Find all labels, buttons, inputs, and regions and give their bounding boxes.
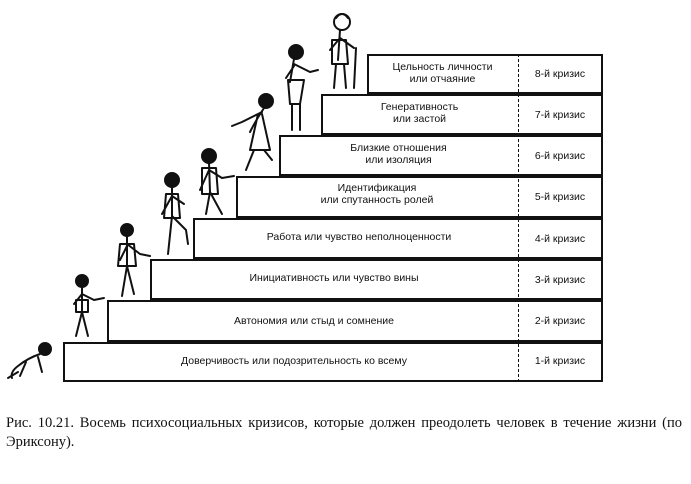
young-adult-figure — [231, 93, 274, 171]
stage-label-6: Близкие отношения или изоляция — [350, 142, 447, 166]
elder-figure — [329, 13, 357, 89]
step-8 — [367, 54, 603, 94]
toddler-figure — [73, 274, 105, 337]
stage-label-3: Инициативность или чувство вины — [249, 272, 419, 284]
figures-illustration — [7, 13, 357, 379]
crisis-label-2: 2-й кризис — [534, 315, 586, 327]
adult-figure — [285, 44, 319, 131]
crisis-label-1: 1-й кризис — [534, 355, 586, 367]
crisis-label-6: 6-й кризис — [534, 150, 586, 162]
column-divider — [518, 54, 519, 382]
stage-label-5: Идентификация или спутанность ролей — [320, 182, 434, 206]
crisis-label-7: 7-й кризис — [534, 109, 586, 121]
step-6 — [279, 135, 603, 176]
crisis-label-5: 5-й кризис — [534, 191, 586, 203]
crisis-label-4: 4-й кризис — [534, 233, 586, 245]
stage-label-2: Автономия или стыд и сомнение — [234, 315, 394, 327]
stage-label-4: Работа или чувство неполноценности — [266, 231, 452, 243]
crisis-label-3: 3-й кризис — [534, 274, 586, 286]
schoolchild-figure — [161, 172, 189, 255]
step-2 — [107, 300, 603, 342]
crisis-label-8: 8-й кризис — [534, 68, 586, 80]
stage-label-7: Генеративность или застой — [380, 101, 459, 125]
step-3 — [150, 259, 603, 300]
figure-caption: Рис. 10.21. Восемь психосоциальных кризи… — [6, 415, 682, 450]
adolescent-figure — [199, 148, 235, 215]
infant-figure — [7, 342, 52, 379]
step-1 — [63, 342, 603, 382]
step-5 — [236, 176, 603, 218]
stage-label-8: Цельность личности или отчаяние — [392, 61, 493, 85]
preschooler-figure — [117, 223, 151, 297]
erikson-staircase-diagram: Доверчивость или подозрительность ко все… — [7, 13, 603, 382]
stage-label-1: Доверчивость или подозрительность ко все… — [181, 355, 407, 367]
step-7 — [321, 94, 603, 135]
step-4 — [193, 218, 603, 259]
